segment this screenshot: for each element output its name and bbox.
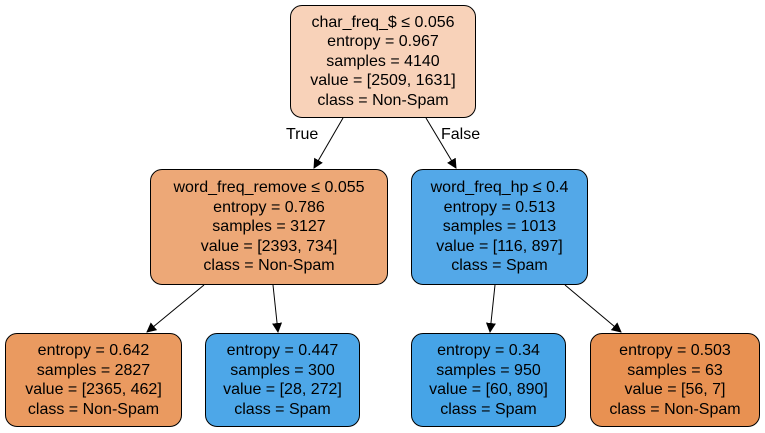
node-entropy: entropy = 0.503 (619, 342, 731, 359)
node-class: class = Non-Spam (27, 400, 160, 418)
node-class: class = Spam (451, 257, 548, 275)
node-samples: samples = 3127 (212, 218, 326, 236)
edge-right-to-right-left (485, 284, 496, 333)
node-class: class = Spam (440, 400, 537, 418)
node-entropy: entropy = 0.34 (437, 342, 540, 359)
edge-right-to-right-right (564, 284, 622, 333)
node-samples: samples = 2827 (36, 361, 151, 379)
edge-label-true: True (286, 126, 319, 143)
tree-leaf-right-right: entropy = 0.503 samples = 63 value = [56… (590, 333, 760, 427)
tree-node-right: word_freq_hp ≤ 0.4 entropy = 0.513 sampl… (411, 169, 588, 285)
node-class: class = Spam (234, 400, 331, 418)
node-samples: samples = 63 (627, 361, 723, 379)
node-entropy: entropy = 0.447 (226, 342, 339, 359)
node-samples: samples = 950 (436, 361, 541, 379)
node-value: value = [2509, 1631] (310, 72, 456, 90)
tree-leaf-left-right: entropy = 0.447 samples = 300 value = [2… (205, 333, 360, 427)
node-value: value = [2365, 462] (25, 381, 162, 398)
tree-leaf-left-left: entropy = 0.642 samples = 2827 value = [… (5, 333, 182, 427)
edge-left-to-left-left (146, 284, 205, 333)
node-samples: samples = 1013 (442, 218, 557, 236)
node-value: value = [116, 897] (436, 237, 563, 255)
edge-left-to-left-right (272, 284, 283, 333)
tree-node-root: char_freq_$ ≤ 0.056 entropy = 0.967 samp… (290, 5, 476, 118)
node-value: value = [2393, 734] (200, 237, 338, 255)
node-entropy: entropy = 0.967 (327, 33, 439, 51)
node-split-condition: word_freq_hp ≤ 0.4 (430, 179, 569, 197)
tree-leaf-right-left: entropy = 0.34 samples = 950 value = [60… (411, 333, 566, 427)
edge-root-to-right (425, 117, 457, 169)
node-class: class = Non-Spam (609, 400, 741, 418)
node-split-condition: char_freq_$ ≤ 0.056 (311, 13, 455, 31)
node-value: value = [56, 7] (624, 381, 726, 398)
node-value: value = [60, 890] (429, 381, 548, 398)
node-entropy: entropy = 0.642 (37, 342, 150, 359)
node-class: class = Non-Spam (203, 257, 335, 275)
node-entropy: entropy = 0.513 (443, 198, 556, 216)
tree-node-left: word_freq_remove ≤ 0.055 entropy = 0.786… (150, 169, 388, 285)
node-value: value = [28, 272] (223, 381, 342, 398)
node-entropy: entropy = 0.786 (213, 198, 325, 216)
node-samples: samples = 4140 (326, 52, 440, 70)
edge-root-to-left (313, 117, 344, 169)
node-split-condition: word_freq_remove ≤ 0.055 (173, 179, 365, 197)
node-samples: samples = 300 (230, 361, 335, 379)
edge-label-false: False (441, 126, 481, 143)
node-class: class = Non-Spam (317, 91, 449, 109)
